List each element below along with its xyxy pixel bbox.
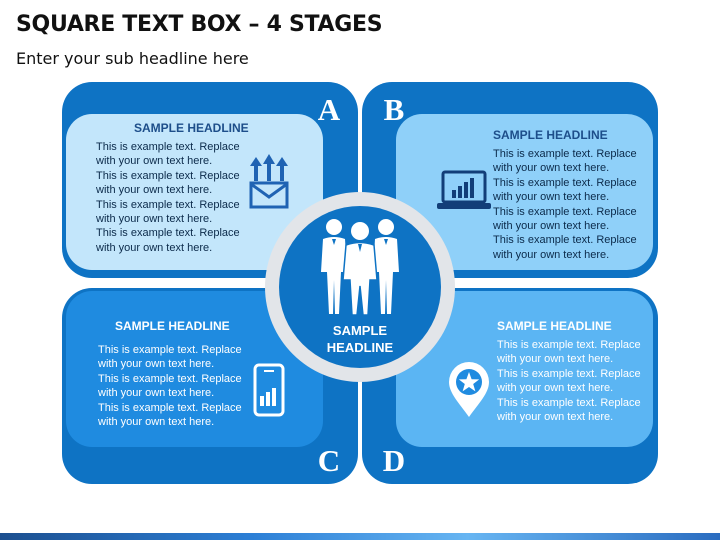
stage-d-line: with your own text here.: [497, 353, 614, 366]
center-label-line1: SAMPLE: [332, 323, 388, 338]
stage-a-line: with your own text here.: [96, 213, 213, 226]
stage-a-line: This is example text. Replace: [96, 141, 240, 153]
laptop-chart-icon: [437, 170, 491, 209]
stage-d-line: with your own text here.: [497, 382, 614, 395]
stage-b-line: with your own text here.: [493, 162, 610, 175]
stage-c-text: This is example text. Replace with your …: [98, 343, 248, 429]
center-label: SAMPLE HEADLINE: [305, 322, 415, 356]
stage-a-line: This is example text. Replace: [96, 227, 240, 240]
stage-c-letter: C: [317, 443, 341, 478]
stage-c-line: with your own text here.: [98, 358, 215, 371]
stage-d-line: This is example text. Replace: [497, 339, 641, 351]
stage-b-line: This is example text. Replace: [493, 234, 637, 247]
stage-c-line: This is example text. Replace: [98, 372, 242, 385]
location-star-icon: [449, 362, 489, 417]
stage-a-text: This is example text. Replace with your …: [96, 140, 246, 255]
stage-b-line: with your own text here.: [493, 248, 610, 261]
stage-a-headline: SAMPLE HEADLINE: [134, 121, 249, 135]
stage-b-headline: SAMPLE HEADLINE: [493, 128, 608, 142]
stage-a-letter: A: [317, 92, 341, 127]
stage-a-line: with your own text here.: [96, 184, 213, 197]
stage-b-text: This is example text. Replace with your …: [493, 147, 643, 262]
stage-b-line: with your own text here.: [493, 220, 610, 233]
stage-c-line: with your own text here.: [98, 387, 215, 400]
stage-d-line: This is example text. Replace: [497, 396, 641, 409]
bottom-accent-bar: [0, 533, 720, 540]
stage-a-line: with your own text here.: [96, 155, 213, 168]
stage-c-line: This is example text. Replace: [98, 344, 242, 356]
slide-title: SQUARE TEXT BOX – 4 STAGES: [16, 12, 383, 37]
stage-d-headline: SAMPLE HEADLINE: [497, 319, 612, 333]
stage-b-letter: B: [383, 92, 405, 127]
stage-b-line: This is example text. Replace: [493, 176, 637, 189]
stage-a-box: A: [62, 82, 358, 278]
stage-c-line: with your own text here.: [98, 416, 215, 429]
stage-a-line: This is example text. Replace: [96, 169, 240, 182]
stage-d-line: This is example text. Replace: [497, 367, 641, 380]
stage-b-line: This is example text. Replace: [493, 148, 637, 160]
stage-d-letter: D: [382, 443, 406, 478]
center-label-line2: HEADLINE: [326, 340, 394, 355]
stage-d-text: This is example text. Replace with your …: [497, 338, 647, 424]
stage-d-line: with your own text here.: [497, 411, 614, 424]
stage-b-line: This is example text. Replace: [493, 205, 637, 218]
stage-a-line: with your own text here.: [96, 241, 213, 254]
mail-send-icon: [249, 154, 289, 209]
business-team-icon: [321, 219, 399, 316]
mobile-chart-icon: [253, 363, 285, 417]
slide-subtitle: Enter your sub headline here: [16, 49, 249, 68]
stage-c-headline: SAMPLE HEADLINE: [115, 319, 230, 333]
stage-c-line: This is example text. Replace: [98, 401, 242, 414]
stage-b-line: with your own text here.: [493, 191, 610, 204]
stage-a-line: This is example text. Replace: [96, 198, 240, 211]
